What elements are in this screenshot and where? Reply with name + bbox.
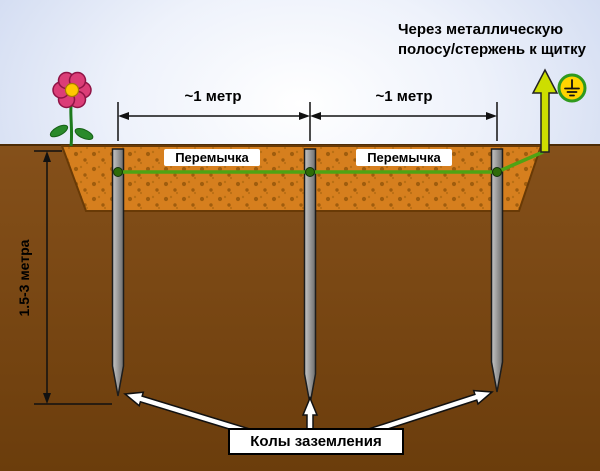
flower-icon xyxy=(49,71,94,147)
grounding-rod-middle xyxy=(303,148,317,405)
grounding-rod-left xyxy=(111,148,125,397)
jumper-label-right: Перемычка xyxy=(356,149,452,166)
earth-ground-icon xyxy=(557,73,587,103)
distance-label-left: ~1 метр xyxy=(184,88,242,105)
wire-clamp-left xyxy=(113,167,123,177)
depth-label: 1.5-3 метра xyxy=(16,239,32,317)
distance-label-right: ~1 метр xyxy=(375,88,433,105)
up-arrow-to-panel-icon xyxy=(531,68,559,153)
dimension-arrow-left-span xyxy=(118,112,310,120)
wire-clamp-right xyxy=(492,167,502,177)
trench xyxy=(60,145,543,212)
to-panel-label: Через металлическую полосу/стержень к щи… xyxy=(398,21,586,58)
dimension-arrow-depth xyxy=(34,150,112,405)
wire-clamp-middle xyxy=(305,167,315,177)
dimension-arrow-right-span xyxy=(310,112,497,120)
jumper-label-left: Перемычка xyxy=(164,149,260,166)
grounding-rod-right xyxy=(490,148,504,393)
stakes-callout-box: Колы заземления xyxy=(228,428,404,455)
